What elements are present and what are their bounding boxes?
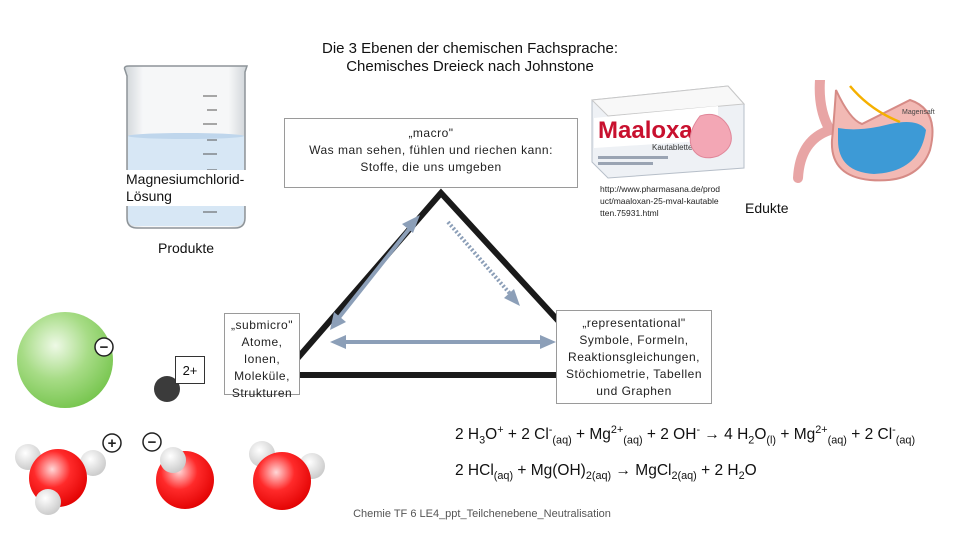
chloride-charge: −: [100, 339, 109, 356]
source-url: http://www.pharmasana.de/product/maaloxa…: [600, 184, 721, 218]
title-line-2: Chemisches Dreieck nach Johnstone: [346, 58, 594, 75]
arrowhead-macro: [402, 215, 420, 233]
submicro-line: Atome,: [241, 335, 283, 349]
representational-line: Reaktionsgleichungen,: [568, 350, 700, 364]
macro-box: „macro" Was man sehen, fühlen und rieche…: [284, 118, 578, 188]
page-title: Die 3 Ebenen der chemischen Fachsprache:…: [250, 40, 690, 76]
hydronium-charge: +: [108, 435, 117, 452]
plus-charge-icon: [102, 433, 122, 453]
submicro-line: Ionen,: [243, 352, 281, 366]
footer: Chemie TF 6 LE4_ppt_Teilchenebene_Neutra…: [353, 508, 611, 520]
arrow-macro-representational: [446, 220, 514, 298]
hydrogen-atom: [80, 450, 106, 476]
submicro-box: „submicro" Atome, Ionen, Moleküle, Struk…: [224, 313, 300, 400]
minus-charge-icon: [94, 337, 114, 357]
macro-line-1: Was man sehen, fühlen und riechen kann:: [309, 143, 553, 157]
produkte-label: Produkte: [158, 240, 215, 256]
equation-ionic: 2 H3O+ + 2 Cl-(aq) + Mg2+(aq) + 2 OH- → …: [455, 424, 916, 447]
representational-heading: „representational": [582, 316, 686, 330]
minus-charge-icon: [142, 432, 162, 452]
arrowhead-representational: [504, 289, 520, 306]
submicro-heading: „submicro": [231, 318, 293, 332]
representational-box: „representational" Symbole, Formeln, Rea…: [556, 310, 712, 404]
hydroxide-charge: −: [148, 434, 157, 451]
oxygen-atom: [253, 452, 311, 510]
arrowhead-right: [540, 335, 556, 349]
magnesium-ion: [154, 376, 180, 402]
chloride-ion: [17, 312, 113, 408]
arrow-macro-submicro: [335, 226, 412, 322]
medicine-brand: Maaloxan: [598, 117, 707, 144]
title-line-1: Die 3 Ebenen der chemischen Fachsprache:: [321, 40, 618, 57]
medicine-box-image: Maaloxan Kautabletten: [590, 85, 746, 179]
liquid-surface: [128, 133, 244, 139]
representational-line: Stöchiometrie, Tabellen: [565, 367, 703, 381]
beaker-label: Magnesiumchlorid-Lösung: [126, 170, 248, 206]
macro-heading: „macro": [408, 126, 454, 140]
representational-line: Symbole, Formeln,: [579, 333, 689, 347]
stomach-label: Magensaft: [902, 109, 935, 116]
equation-molecular: 2 HCl(aq) + Mg(OH)2(aq) → MgCl2(aq) + 2 …: [455, 462, 757, 483]
triangle-outline: [276, 188, 615, 378]
representational-line: und Graphen: [596, 384, 672, 398]
edukte-label: Edukte: [745, 200, 789, 216]
arrowhead-left: [330, 335, 346, 349]
hydrogen-atom: [35, 489, 61, 515]
arrowhead-submicro: [330, 312, 346, 330]
stomach-illustration: Magensaft: [793, 80, 935, 183]
medicine-subtitle: Kautabletten: [652, 143, 697, 152]
macro-line-2: Stoffe, die uns umgeben: [360, 160, 502, 174]
submicro-line: Strukturen: [231, 386, 293, 400]
hydrogen-atom: [160, 447, 186, 473]
particle-models: − + −: [15, 312, 325, 515]
submicro-line: Moleküle,: [234, 369, 290, 383]
magnesium-charge: 2+: [175, 356, 205, 384]
stomach-drawing-small: [689, 113, 732, 159]
